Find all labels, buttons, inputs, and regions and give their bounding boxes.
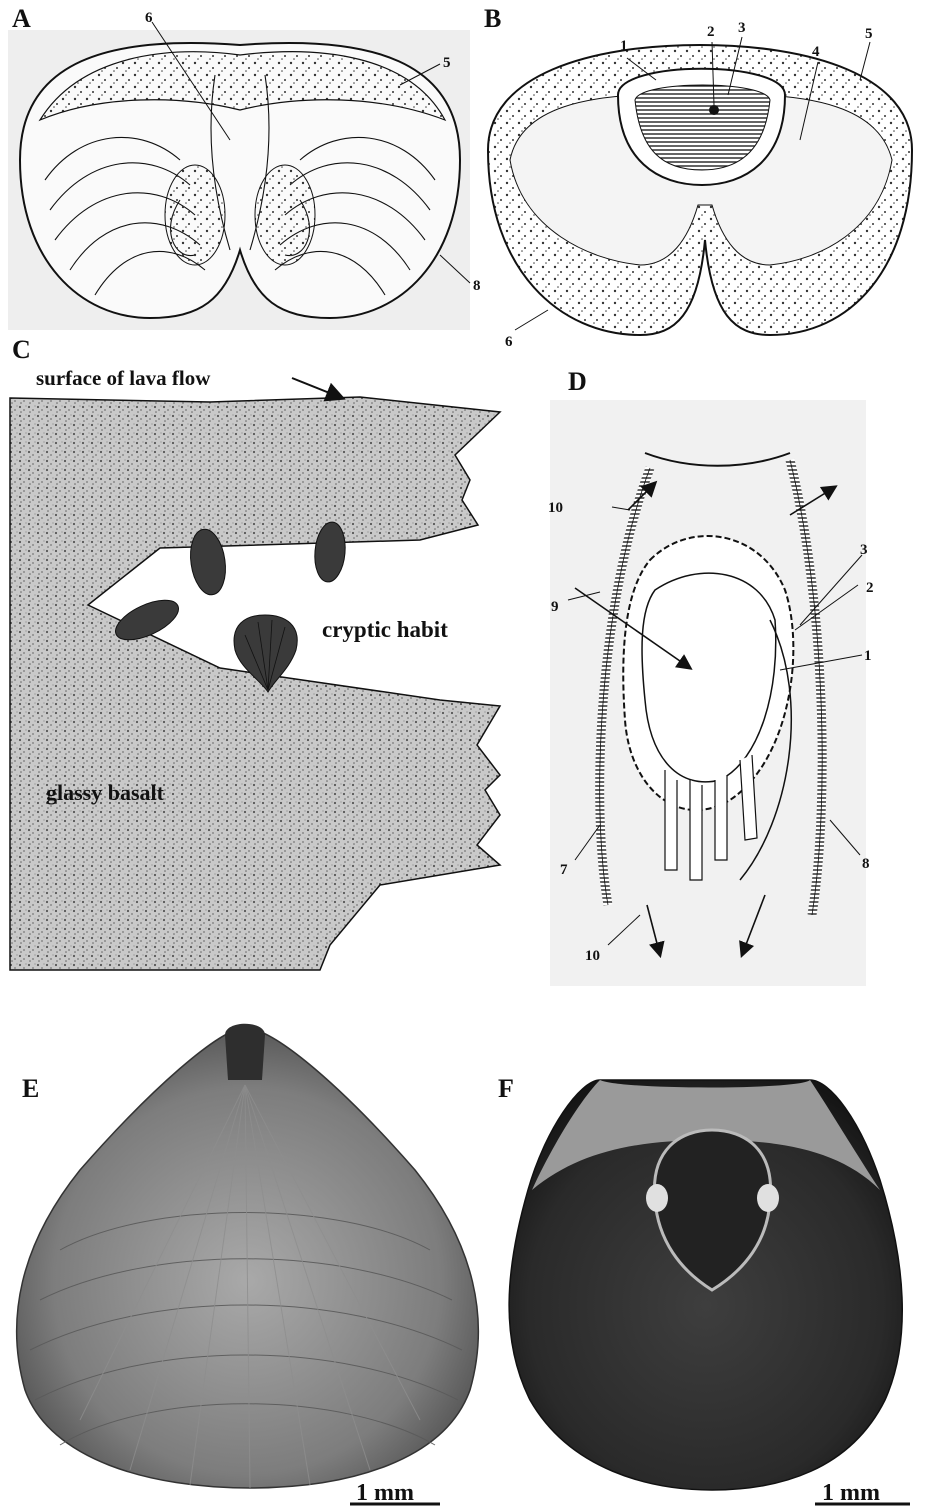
panel-d-num-2: 2 <box>866 580 874 596</box>
panel-a-drawing <box>8 22 470 330</box>
panel-d-num-10-bottom: 10 <box>585 948 600 964</box>
panel-b-drawing <box>488 37 912 335</box>
panel-label-b: B <box>484 4 501 33</box>
panel-d-num-7: 7 <box>560 862 568 878</box>
panel-e-scale-label: 1 mm <box>356 1480 414 1506</box>
panel-label-a: A <box>12 4 31 33</box>
panel-c-drawing <box>10 378 500 970</box>
panel-d-num-1: 1 <box>864 648 872 664</box>
panel-d-drawing <box>550 400 866 986</box>
panel-label-e: E <box>22 1074 39 1103</box>
panel-a-num-8: 8 <box>473 278 481 294</box>
panel-a-num-5: 5 <box>443 55 451 71</box>
panel-e-shell-photo <box>17 1024 479 1488</box>
panel-label-c: C <box>12 335 31 364</box>
panel-b-num-3: 3 <box>738 20 746 36</box>
panel-d-num-9: 9 <box>551 599 559 615</box>
panel-b-num-2: 2 <box>707 24 715 40</box>
panel-label-d: D <box>568 367 587 396</box>
panel-c-rock-label: glassy basalt <box>46 780 165 805</box>
panel-b-num-5: 5 <box>865 26 873 42</box>
panel-c-habit-label: cryptic habit <box>322 617 448 642</box>
panel-c-surface-label: surface of lava flow <box>36 366 211 390</box>
panel-b-num-1: 1 <box>620 38 628 54</box>
panel-b-num-4: 4 <box>812 44 820 60</box>
panel-d-num-10-top: 10 <box>548 500 563 516</box>
panel-b-num-6: 6 <box>505 334 513 350</box>
panel-f-scale-label: 1 mm <box>822 1480 880 1506</box>
panel-d-num-8: 8 <box>862 856 870 872</box>
panel-f-shell-photo <box>509 1080 902 1490</box>
panel-a-num-6: 6 <box>145 10 153 26</box>
panel-label-f: F <box>498 1074 514 1103</box>
panel-d-num-3: 3 <box>860 542 868 558</box>
